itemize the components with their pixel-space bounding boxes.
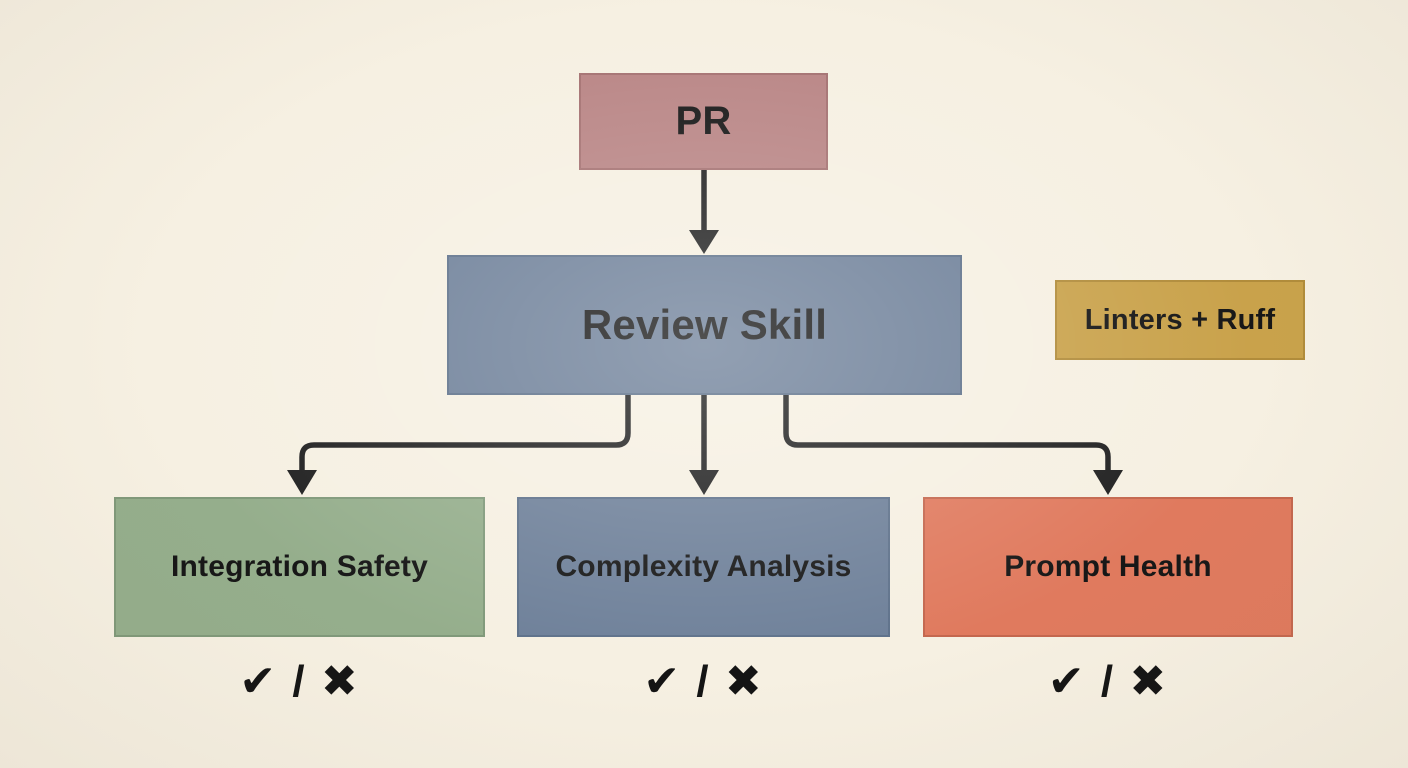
node-pr: PR [579, 73, 828, 170]
arrow-pr-to-review-skill [689, 170, 719, 254]
node-complexity-analysis-label: Complexity Analysis [555, 550, 852, 583]
outcome-prompt-health: ✔ / ✖ [1047, 657, 1169, 706]
arrow-review-to-prompt-health [783, 395, 1123, 495]
node-prompt-health: Prompt Health [923, 497, 1293, 637]
node-integration-safety: Integration Safety [114, 497, 485, 637]
arrow-review-to-integration-safety [287, 395, 631, 495]
arrow-review-to-complexity-analysis [689, 395, 719, 495]
node-pr-label: PR [675, 99, 732, 143]
node-review-skill: Review Skill [447, 255, 962, 395]
node-complexity-analysis: Complexity Analysis [517, 497, 890, 637]
node-review-skill-label: Review Skill [581, 301, 828, 348]
node-prompt-health-label: Prompt Health [1004, 550, 1212, 583]
node-integration-safety-label: Integration Safety [171, 550, 428, 583]
node-linters-ruff: Linters + Ruff [1055, 280, 1305, 360]
outcome-complexity-analysis: ✔ / ✖ [643, 657, 764, 706]
outcome-integration-safety: ✔ / ✖ [239, 657, 360, 706]
node-linters-ruff-label: Linters + Ruff [1084, 303, 1276, 336]
